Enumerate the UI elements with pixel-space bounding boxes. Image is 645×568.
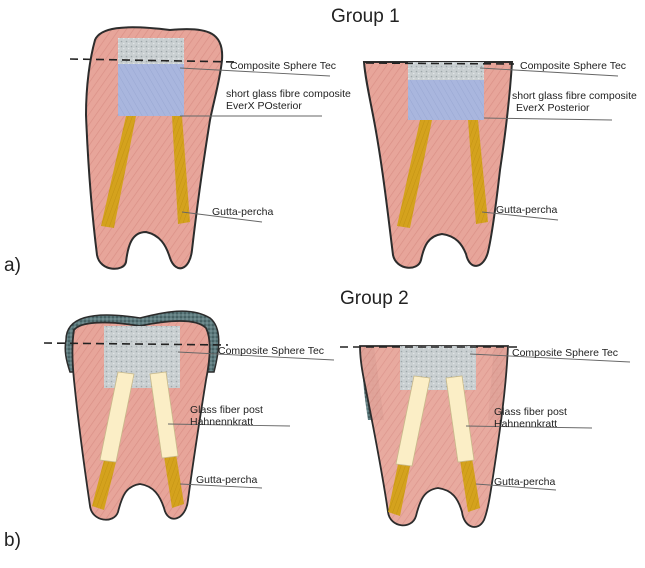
fiber-post-left — [395, 375, 431, 467]
sgfc-layer — [118, 64, 184, 116]
callout-post-line1: Glass fiber post — [190, 404, 263, 416]
tooth-g1-right — [362, 61, 619, 269]
callout-sgfc-line1: short glass fibre composite — [226, 88, 351, 100]
composite-layer — [400, 346, 476, 390]
reference-dashed-line — [365, 62, 515, 65]
group-2-title: Group 2 — [340, 288, 409, 309]
tooth-g1-left — [69, 26, 331, 270]
fiber-post-right — [445, 375, 475, 463]
reference-dashed-line — [69, 58, 239, 63]
callout-gutta-percha: Gutta-percha — [196, 474, 258, 486]
gutta-percha-left — [101, 116, 136, 228]
callout-sgfc-line2: EverX Posterior — [516, 102, 590, 114]
reference-dashed-line — [43, 342, 229, 346]
callout-gutta-percha: Gutta-percha — [496, 204, 558, 216]
gutta-percha-right — [460, 458, 480, 512]
fiber-post-left — [99, 371, 135, 463]
gutta-percha-right — [172, 116, 190, 224]
callout-composite: Composite Sphere Tec — [520, 60, 627, 72]
callout-sgfc-line2: EverX POsterior — [226, 100, 302, 112]
panel-label-a: a) — [4, 255, 21, 276]
sgfc-layer — [408, 80, 484, 120]
tooth-g2-right — [340, 345, 631, 528]
tooth-g2-left — [43, 310, 335, 521]
gutta-percha-left — [92, 460, 116, 510]
gutta-percha-left — [397, 120, 432, 228]
panel-label-b: b) — [4, 530, 21, 551]
gutta-percha-right — [468, 120, 488, 224]
callout-post-line1: Glass fiber post — [494, 406, 567, 418]
group-1-title: Group 1 — [331, 6, 400, 27]
callout-post-line2: Hahnennkratt — [190, 416, 254, 428]
composite-layer — [408, 62, 484, 80]
callout-sgfc-line1: short glass fibre composite — [512, 90, 637, 102]
gutta-percha-left — [388, 464, 410, 516]
callout-post-line2: Hahnennkratt — [494, 418, 558, 430]
composite-layer — [104, 326, 180, 388]
callout-gutta-percha: Gutta-percha — [494, 476, 556, 488]
callout-composite: Composite Sphere Tec — [218, 345, 325, 357]
fiber-post-right — [149, 371, 179, 459]
gutta-percha-right — [164, 454, 184, 508]
callout-gutta-percha: Gutta-percha — [212, 206, 274, 218]
callout-composite: Composite Sphere Tec — [230, 60, 337, 72]
callout-composite: Composite Sphere Tec — [512, 347, 619, 359]
